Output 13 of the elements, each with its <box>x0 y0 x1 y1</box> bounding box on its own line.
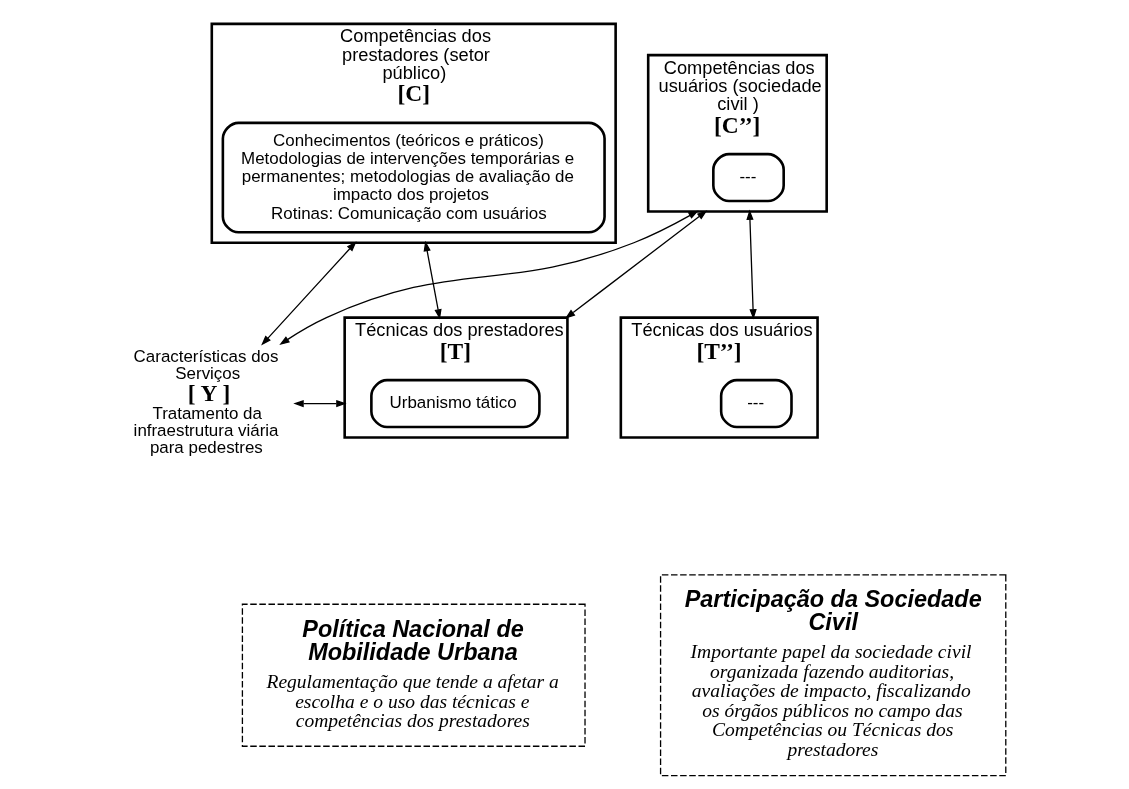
arrow <box>293 399 347 408</box>
arrow <box>423 240 442 320</box>
node-box: Conhecimentos (teóricos e práticos) Metodologias de intervenções temporárias e permanentes; metodologias de avaliação de impacto dos projetos Rotinas: Comunicação com usuários <box>221 121 606 234</box>
arrow <box>564 210 708 319</box>
node-text: Características dos Serviços [ Y ] Tratamento da infraestrutura viária para pedestres <box>133 346 279 457</box>
node-box: Urbanismo tático <box>370 378 541 429</box>
arrow <box>279 210 699 346</box>
node-box: --- <box>719 378 793 429</box>
arrow <box>746 209 757 320</box>
arrow <box>261 241 357 346</box>
node-box: --- <box>712 152 785 203</box>
node-box: Participação da Sociedade Civil Importante papel da sociedade civil organizada fazendo auditorias, avaliações de impacto, fiscalizando os órgãos públicos no campo das Competências ou Técnicas dos prestadores <box>659 574 1007 777</box>
node-box: Política Nacional de Mobilidade Urbana Regulamentação que tende a afetar a escolha e o uso das técnicas e competências dos prestadores <box>241 603 586 747</box>
